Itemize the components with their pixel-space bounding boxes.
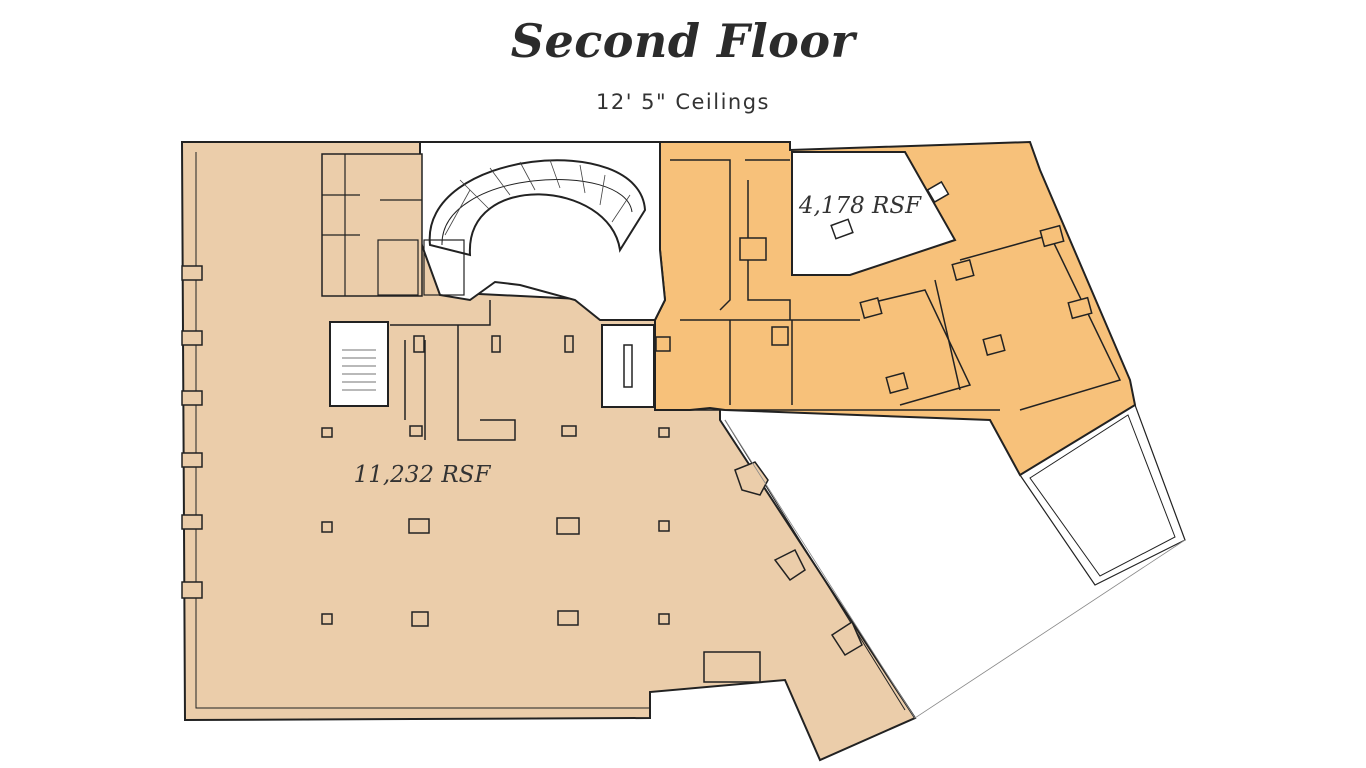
atrium-hatching (444, 159, 631, 236)
property-line (724, 419, 1186, 719)
terrace-outline (1019, 404, 1186, 586)
floor-plan-structure (180, 140, 1186, 762)
suite-east-rsf-label: 4,178 RSF (798, 193, 922, 219)
west-interior-walls (390, 300, 516, 441)
suite-west-rsf-label: 11,232 RSF (354, 462, 492, 488)
stair-east-core (623, 344, 633, 388)
east-notch-white (791, 151, 957, 276)
page-title: Second Floor (510, 14, 856, 68)
columns-west (181, 265, 761, 683)
atrium-arc-outer (428, 159, 647, 257)
atrium-arc-inner (441, 179, 633, 246)
east-notch-column (830, 218, 854, 240)
facade-bumps-west (734, 461, 863, 657)
columns-east (655, 224, 1093, 394)
stair-west (329, 321, 389, 407)
restroom-partitions (322, 154, 465, 296)
east-notch-column-2 (926, 180, 950, 204)
stair-west-treads (342, 349, 376, 391)
terrace-outline-inner (1029, 414, 1176, 577)
ceiling-height-subtitle: 12' 5" Ceilings (595, 90, 771, 114)
restroom-block (321, 153, 423, 297)
